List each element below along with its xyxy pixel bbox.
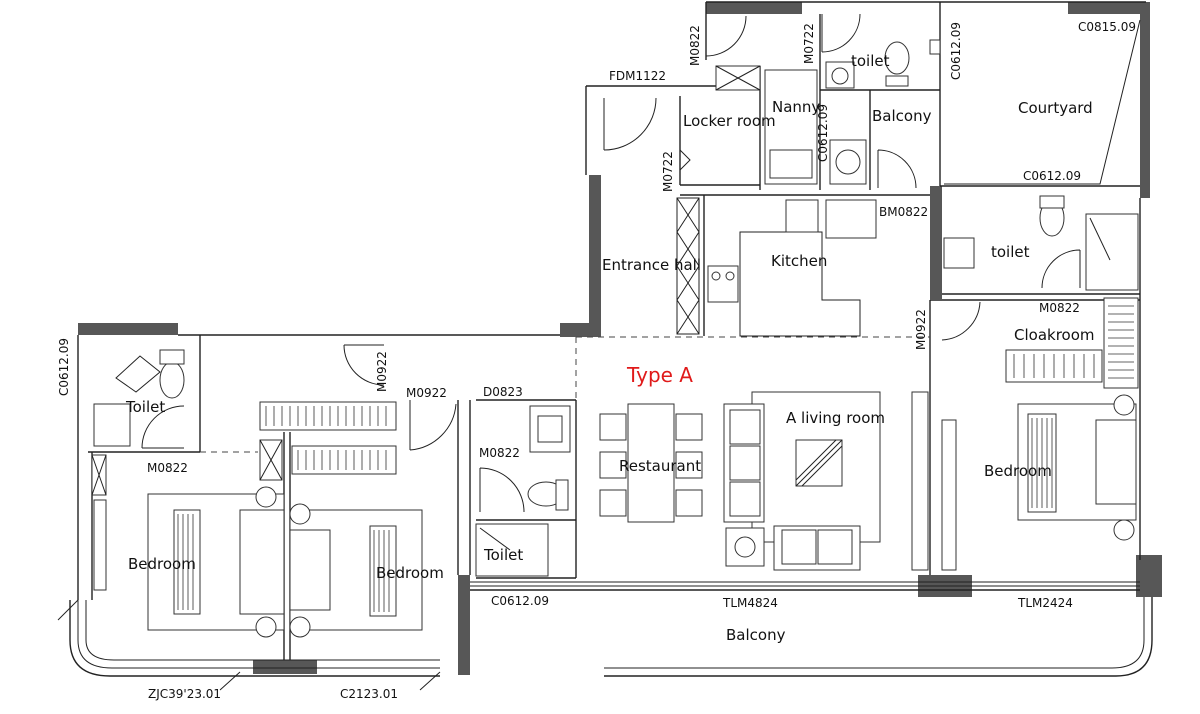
code-m0822-top: M0822 bbox=[688, 25, 702, 66]
room-label-locker-room: Locker room bbox=[683, 112, 776, 130]
room-label-kitchen: Kitchen bbox=[771, 252, 827, 270]
code-tlm4824: TLM4824 bbox=[722, 596, 778, 610]
room-label-cloakroom: Cloakroom bbox=[1014, 326, 1095, 344]
code-fdm1122: FDM1122 bbox=[609, 69, 666, 83]
room-label-bedroom-middle: Bedroom bbox=[376, 564, 444, 582]
fixtures bbox=[91, 39, 1139, 660]
walls bbox=[78, 2, 1162, 675]
code-d0823: D0823 bbox=[483, 385, 523, 399]
room-label-toilet-middle: Toilet bbox=[483, 546, 523, 564]
room-label-nanny: Nanny bbox=[772, 98, 820, 116]
code-c0612-bottom: C0612.09 bbox=[491, 594, 549, 608]
outline-lines bbox=[69, 1, 1153, 677]
opening-codes: C0815.09 C0612.09 M0822 M0722 FDM1122 C0… bbox=[57, 20, 1136, 701]
doors bbox=[57, 13, 1081, 691]
code-m0722-top: M0722 bbox=[802, 23, 816, 64]
code-c2123: C2123.01 bbox=[340, 687, 398, 701]
code-m0922-left: M0922 bbox=[375, 351, 389, 392]
plan-title: Type A bbox=[626, 363, 693, 387]
room-label-entrance-hall: Entrance hall bbox=[602, 256, 701, 274]
room-label-courtyard: Courtyard bbox=[1018, 99, 1093, 117]
code-c0612-right: C0612.09 bbox=[1023, 169, 1081, 183]
room-label-balcony-bottom: Balcony bbox=[726, 626, 786, 644]
code-m0822-right: M0822 bbox=[1039, 301, 1080, 315]
code-m0922-right: M0922 bbox=[914, 309, 928, 350]
room-label-living-room: A living room bbox=[786, 409, 885, 427]
room-label-balcony-top: Balcony bbox=[872, 107, 932, 125]
code-zjc: ZJC39'23.01 bbox=[148, 687, 221, 701]
room-label-toilet-left: Toilet bbox=[125, 398, 165, 416]
room-label-bedroom-left: Bedroom bbox=[128, 555, 196, 573]
code-tlm2424: TLM2424 bbox=[1017, 596, 1073, 610]
code-m0822-mid: M0822 bbox=[479, 446, 520, 460]
room-label-toilet-right: toilet bbox=[991, 243, 1030, 261]
room-label-bedroom-right: Bedroom bbox=[984, 462, 1052, 480]
code-c0815: C0815.09 bbox=[1078, 20, 1136, 34]
code-bm0822: BM0822 bbox=[879, 205, 928, 219]
room-labels: Courtyard toilet Nanny Balcony Locker ro… bbox=[125, 52, 1095, 644]
code-c0612-nanny: C0612.09 bbox=[816, 104, 830, 162]
code-m0722-left: M0722 bbox=[661, 151, 675, 192]
code-m0822-left: M0822 bbox=[147, 461, 188, 475]
code-m0922-mid: M0922 bbox=[406, 386, 447, 400]
room-label-restaurant: Restaurant bbox=[619, 457, 701, 475]
code-c0612-top: C0612.09 bbox=[949, 22, 963, 80]
code-c0612-left: C0612.09 bbox=[57, 338, 71, 396]
room-label-toilet-top: toilet bbox=[851, 52, 890, 70]
